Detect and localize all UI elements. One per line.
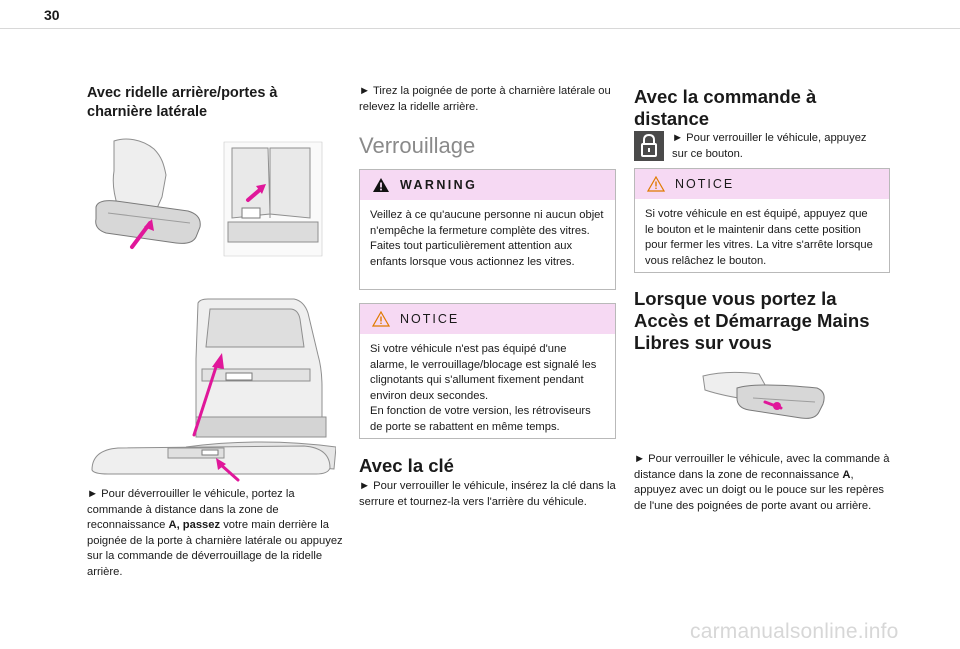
col1-text-bold: A, passez xyxy=(168,519,221,532)
remote-text: ► Pour verrouiller le véhicule, appuyez … xyxy=(672,132,867,160)
notice-box-2: NOTICE Si votre véhicule en est équipé, … xyxy=(634,168,890,273)
hands-free-text: ► Pour verrouiller le véhicule, avec la … xyxy=(634,452,890,514)
col2-intro: ► Tirez la poignée de porte à charnière … xyxy=(359,85,611,113)
hands-free-heading: Lorsque vous portez la Accès et Démarrag… xyxy=(634,288,870,353)
notice-label-1: NOTICE xyxy=(400,312,460,326)
key-heading: Avec la clé xyxy=(359,455,454,476)
notice-box-1: NOTICE Si votre véhicule n'est pas équip… xyxy=(359,303,616,439)
notice-header-2: NOTICE xyxy=(635,169,889,199)
page-number: 30 xyxy=(44,7,60,23)
key-text: ► Pour verrouiller le véhicule, insérez … xyxy=(359,480,616,508)
header-rule xyxy=(0,28,960,29)
col1-text-2: votre main derrière la poignée de la por… xyxy=(87,519,343,578)
warning-icon xyxy=(373,178,389,192)
hands-free-text-bold: A xyxy=(842,468,851,481)
hands-free-text-1: ► Pour verrouiller le véhicule, avec la … xyxy=(634,453,890,481)
section-title-locking: Verrouillage xyxy=(359,133,476,158)
notice-icon xyxy=(647,176,665,192)
warning-label: WARNING xyxy=(400,178,478,192)
rear-doors-illustration xyxy=(223,141,323,257)
notice-text-2: Si votre véhicule en est équipé, appuyez… xyxy=(645,208,873,267)
door-handle-illustration xyxy=(702,371,825,419)
side-door-handle-illustration xyxy=(95,138,201,249)
warning-box: WARNING Veillez à ce qu'aucune personne … xyxy=(359,169,616,290)
hands-free-text-2: , appuyez avec un doigt ou le pouce sur … xyxy=(634,468,885,512)
notice-icon xyxy=(372,311,390,327)
notice-label-2: NOTICE xyxy=(675,177,735,191)
remote-heading: Avec la commande à distance xyxy=(634,86,817,129)
notice-header-1: NOTICE xyxy=(360,304,615,334)
warning-header: WARNING xyxy=(360,170,615,200)
col1-text-1: ► Pour déverrouiller le véhicule, portez… xyxy=(87,488,295,532)
notice-text-1: Si votre véhicule n'est pas équipé d'une… xyxy=(370,343,597,433)
col1-paragraph: ► Pour déverrouiller le véhicule, portez… xyxy=(87,487,345,581)
tailgate-handle-illustration xyxy=(91,445,331,482)
watermark: carmanualsonline.info xyxy=(690,620,899,643)
warning-text: Veillez à ce qu'aucune personne ni aucun… xyxy=(370,209,604,268)
lock-button-icon xyxy=(634,131,664,161)
col1-heading: Avec ridelle arrière/portes à charnière … xyxy=(87,85,278,120)
